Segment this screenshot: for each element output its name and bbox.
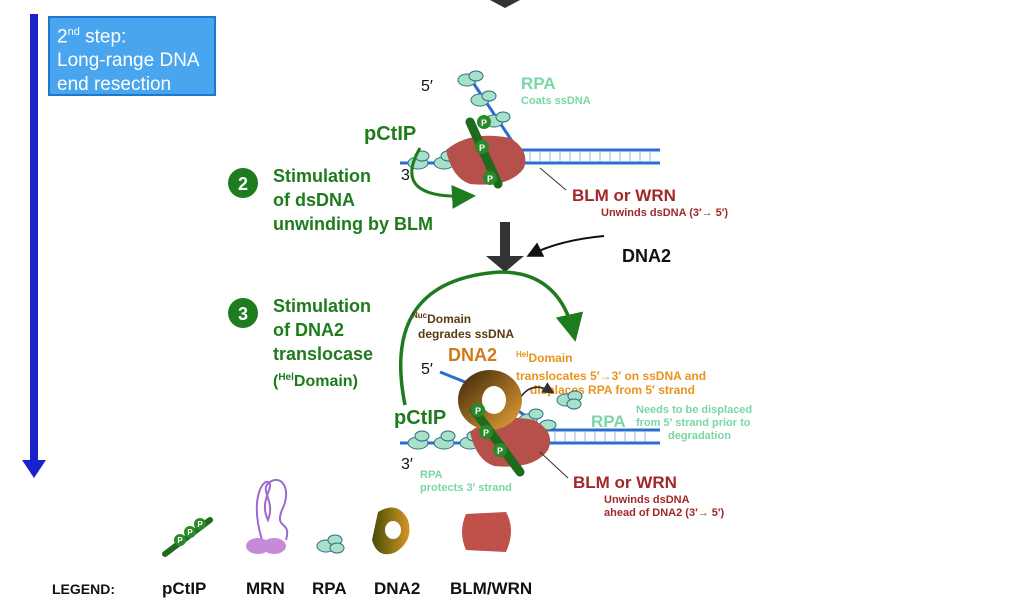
panel3-helicase-label: BLM or WRN <box>573 473 677 492</box>
panel3-helicase-note-2: ahead of DNA2 (3′→ 5′) <box>604 507 725 519</box>
legend-item-pctip: pCtIP <box>162 579 206 598</box>
panel3-title-4: (HelDomain) <box>273 372 358 390</box>
panel3-number: 3 <box>238 304 248 324</box>
legend-item-mrn: MRN <box>246 579 285 598</box>
panel3-title-paren: ( <box>273 373 279 390</box>
panel3-rpa-note-2: from 5′ strand prior to <box>636 417 751 429</box>
panel2-three-prime: 3′ <box>401 167 413 184</box>
panel2-helicase-label: BLM or WRN <box>572 186 676 205</box>
legend-helicase-icon <box>462 512 511 552</box>
step-line-2: Long-range DNA <box>57 50 200 72</box>
panel2-number-circle <box>228 168 258 198</box>
step-ordinal: 2 <box>57 26 68 48</box>
panel2-title-3: unwinding by BLM <box>273 214 433 234</box>
panel3-rpa-protect-1: RPA <box>420 469 442 481</box>
legend-rpa-icon <box>316 534 345 554</box>
legend-dna2-icon <box>372 507 410 555</box>
legend-title: LEGEND: <box>52 581 115 597</box>
panel2-stimulation-arrow <box>410 147 476 209</box>
panel3-p1: P <box>475 406 481 416</box>
panel2-p3: P <box>487 174 493 184</box>
panel3-nuc-domain: Domain <box>427 312 471 326</box>
panel2-pctip-label: pCtIP <box>364 123 416 145</box>
blue-progress-arrow-shaft <box>30 14 38 464</box>
panel3-hel-line2: displaces RPA from 5′ strand <box>530 383 695 397</box>
panel2-pctip-shape <box>465 115 503 189</box>
top-arrow-fragment <box>490 0 520 8</box>
panel3-stimulation-arc <box>399 270 584 406</box>
step-label-box: 2nd step: Long-range DNA end resection <box>48 16 216 96</box>
panel2-rpa-label: RPA <box>521 74 556 93</box>
step-word: step: <box>79 26 127 48</box>
panel2-number: 2 <box>238 174 248 194</box>
panel3-hel-line1: HelDomain <box>516 350 572 365</box>
panel3-dna2-shape <box>458 370 522 430</box>
panel3-displace-arrow <box>519 382 555 399</box>
dna2-entry-arrow <box>526 235 605 257</box>
panel2-rpa-note: Coats ssDNA <box>521 95 591 107</box>
panel3-dna2-label: DNA2 <box>448 345 497 365</box>
panel3-p3: P <box>497 446 503 456</box>
panel3-pctip-label: pCtIP <box>394 407 446 429</box>
panel3-rpa-3prime <box>407 430 482 450</box>
panel3-rpa-displaced <box>556 390 583 410</box>
panel3-hel-domain: Domain <box>528 351 572 365</box>
panel3-helicase-pointer <box>539 451 569 479</box>
panel3-hel-line1b: translocates 5′→3′ on ssDNA and <box>516 369 706 383</box>
step-line-3: end resection <box>57 74 172 96</box>
panel2-title-2: of dsDNA <box>273 190 355 210</box>
panel3-title-last: Domain) <box>294 373 358 390</box>
panel3-title-sup: Hel <box>278 372 294 383</box>
step-ordinal-suffix: nd <box>67 26 80 38</box>
svg-text:P: P <box>197 520 203 529</box>
panel3-helicase-note-1: Unwinds dsDNA <box>604 494 690 506</box>
panel2-five-prime: 5′ <box>421 78 433 95</box>
panel3-rpa-label: RPA <box>591 412 626 431</box>
panel3-hel-sup: Hel <box>516 350 528 359</box>
panel3-three-prime: 3′ <box>401 456 413 473</box>
panel3-five-prime: 5′ <box>421 361 433 378</box>
panel3-title-2: of DNA2 <box>273 320 344 340</box>
panel3-title-1: Stimulation <box>273 296 371 316</box>
panel2-helicase-pointer <box>539 167 567 191</box>
panel3-nuc-line2: degrades ssDNA <box>418 327 514 341</box>
panel3-rpa-note-1: Needs to be displaced <box>636 404 752 416</box>
panel3-rpa-protect-2: protects 3′ strand <box>420 482 512 494</box>
legend-mrn-icon <box>246 479 289 554</box>
panel2-title-1: Stimulation <box>273 166 371 186</box>
legend-item-rpa: RPA <box>312 579 347 598</box>
panel3-p2: P <box>483 428 489 438</box>
panel2-p1: P <box>481 118 487 128</box>
panel3-rpa-note-3: degradation <box>668 430 731 442</box>
svg-text:P: P <box>187 528 193 537</box>
legend-item-blmwrn: BLM/WRN <box>450 579 532 598</box>
legend-item-dna2: DNA2 <box>374 579 420 598</box>
panel3-nuc-sup: Nuc <box>412 311 428 320</box>
svg-text:P: P <box>177 536 183 545</box>
panel3-pctip-shape <box>469 403 525 477</box>
middle-down-arrow-head <box>486 256 524 272</box>
panel2-p2: P <box>479 143 485 153</box>
dna2-entry-label: DNA2 <box>622 246 671 266</box>
panel3-title-3: translocase <box>273 344 373 364</box>
legend-pctip-icon: P P P <box>162 517 213 557</box>
blue-progress-arrow-head <box>22 460 46 478</box>
panel2-helicase-note: Unwinds dsDNA (3′→ 5′) <box>601 207 728 219</box>
panel3-number-circle <box>228 298 258 328</box>
middle-down-arrow-shaft <box>500 222 510 260</box>
panel3-nuc-line1: NucDomain <box>412 311 471 326</box>
